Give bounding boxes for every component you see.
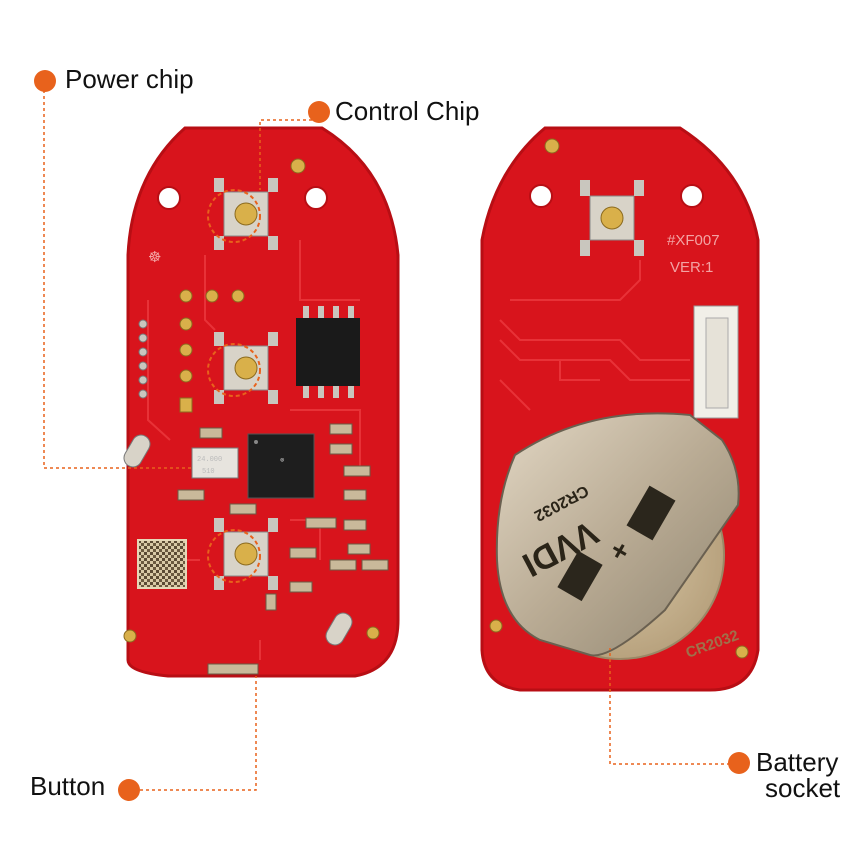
crystal-oscillator: 24.000 510 bbox=[191, 447, 239, 479]
tactile-button-right bbox=[580, 180, 644, 256]
svg-text:⊗: ⊗ bbox=[280, 457, 284, 465]
datamatrix-label bbox=[137, 539, 187, 589]
battery-socket-label-line1: Battery bbox=[756, 747, 839, 777]
button-callout-dot bbox=[118, 779, 140, 801]
tactile-button-bottom bbox=[214, 518, 278, 590]
control-chip-label: Control Chip bbox=[335, 96, 480, 126]
pin-connector bbox=[693, 305, 739, 419]
board-version-silkscreen: VER:1 bbox=[670, 259, 713, 276]
gold-test-pads bbox=[179, 289, 245, 413]
control-chip-callout-dot bbox=[308, 101, 330, 123]
right-pcb-board: #XF007 VER:1 CR2032 bbox=[480, 126, 760, 692]
crystal-marking-top: 24.000 bbox=[197, 456, 222, 464]
button-label: Button bbox=[30, 771, 106, 801]
power-chip-label: Power chip bbox=[65, 64, 194, 94]
callout-leader-lines bbox=[43, 90, 730, 791]
battery-socket-label-line2: socket bbox=[765, 773, 841, 803]
crystal-marking-bottom: 510 bbox=[202, 468, 215, 476]
edge-pins bbox=[138, 319, 148, 399]
tactile-button-top bbox=[214, 178, 278, 250]
left-pcb-board: ☸ bbox=[123, 126, 400, 678]
power-chip: ⊗ bbox=[247, 433, 315, 499]
battery-socket-callout-dot bbox=[728, 752, 750, 774]
oval-pad-left bbox=[123, 434, 151, 468]
silkscreen-logo: ☸ bbox=[148, 249, 161, 266]
smd-components bbox=[177, 423, 389, 675]
board-model-silkscreen: #XF007 bbox=[667, 232, 720, 249]
battery-clip: VVDI CR2032 + bbox=[495, 412, 740, 657]
oval-pad-right bbox=[325, 612, 353, 646]
power-chip-callout-dot bbox=[34, 70, 56, 92]
control-chip bbox=[296, 306, 360, 398]
